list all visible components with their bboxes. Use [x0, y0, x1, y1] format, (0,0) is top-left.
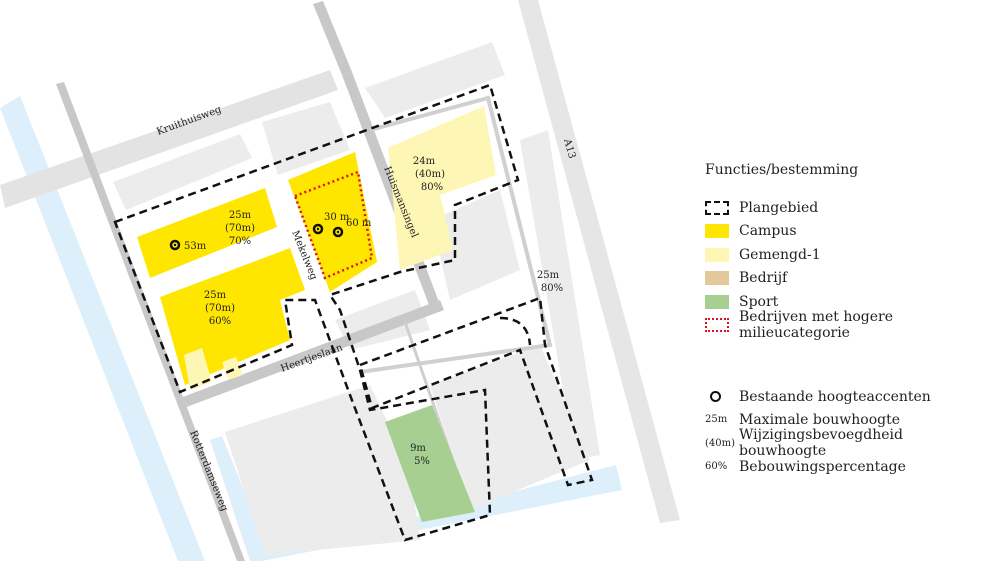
a13-road — [518, 0, 680, 523]
campus-swatch — [705, 224, 729, 239]
legend-label: Bedrijf — [739, 270, 788, 287]
east-coverage: 80% — [541, 283, 563, 294]
dashed-outline-swatch — [705, 200, 729, 215]
symbol-item-accents: Bestaande hoogteaccenten — [705, 385, 987, 408]
rotterdamseweg-road — [56, 82, 245, 561]
campus-plot-top — [137, 188, 277, 278]
mixed-swatch — [705, 247, 729, 262]
symbol-item-change-height: (40m) Wijzigingsbevoegdheid bouwhoogte — [705, 427, 987, 459]
legend-title: Functies/bestemming — [705, 162, 859, 178]
legend-item-milieucategorie: Bedrijven met hogere milieucategorie — [705, 309, 985, 341]
kruithuisweg-road — [0, 70, 338, 208]
symbol-label: Bestaande hoogteaccenten — [739, 388, 931, 405]
canal-west — [0, 96, 205, 561]
campus-top-change-height: (70m) — [225, 223, 255, 234]
canal-south — [210, 436, 622, 561]
campus-bottom-change-height: (70m) — [205, 303, 235, 314]
legend-item-gemengd: Gemengd-1 — [705, 243, 985, 267]
campus-top-coverage: 70% — [229, 236, 251, 247]
ring-dot-icon — [169, 239, 181, 251]
mixed-plot-small-b — [222, 357, 243, 380]
red-dotted-swatch — [705, 318, 729, 333]
sport-swatch — [705, 294, 729, 309]
ring-dot-icon — [710, 391, 721, 403]
symbol-label: Wijzigingsbevoegdheid bouwhoogte — [739, 427, 903, 460]
symbol-text: (40m) — [705, 437, 736, 449]
legend-item-campus: Campus — [705, 220, 985, 244]
symbol-text: 60% — [705, 461, 728, 473]
height-accent-30m — [312, 223, 324, 235]
block-top-left — [113, 134, 252, 210]
campus-center-accent-2: 60 m — [346, 218, 372, 229]
legend-label: Sport — [739, 293, 779, 310]
mixed-north-change-height: (40m) — [415, 169, 445, 180]
business-swatch — [705, 271, 729, 286]
legend-item-plangebied: Plangebied — [705, 196, 985, 220]
campus-top-accent-label: 53m — [184, 241, 207, 252]
mixed-north-coverage: 80% — [421, 182, 443, 193]
legend-label: Campus — [739, 223, 797, 240]
plan-area-east-strip — [358, 296, 594, 487]
service-road — [359, 95, 553, 374]
legend-label: Bedrijven met hogere milieucategorie — [739, 309, 894, 342]
east-height: 25m — [537, 270, 560, 281]
legend-label: Gemengd-1 — [739, 246, 821, 263]
symbol-label: Maximale bouwhoogte — [739, 411, 901, 428]
mixed-plot-north — [388, 106, 496, 270]
block-south-east — [430, 345, 590, 510]
campus-top-height: 25m — [229, 210, 252, 221]
symbol-legend: Bestaande hoogteaccenten 25m Maximale bo… — [705, 385, 987, 478]
symbol-text: 25m — [705, 414, 728, 426]
symbol-label: Bebouwingspercentage — [739, 458, 906, 475]
sport-plot — [385, 405, 475, 522]
mixed-plot-small-a — [184, 348, 212, 390]
mixed-north-height: 24m — [413, 156, 436, 167]
block-north-east — [365, 42, 505, 118]
sport-height: 9m — [410, 443, 426, 454]
plan-area-curve — [499, 316, 532, 346]
legend-item-sport: Sport — [705, 290, 985, 314]
symbol-item-coverage: 60% Bebouwingspercentage — [705, 455, 987, 478]
ring-dot-icon — [332, 226, 344, 238]
block-top-mid — [262, 102, 350, 175]
ring-dot-icon — [312, 223, 324, 235]
campus-bottom-coverage: 60% — [209, 316, 231, 327]
function-legend: Functies/bestemming Plangebied Campus Ge… — [705, 162, 985, 341]
north-road — [313, 1, 352, 75]
block-south-west — [225, 385, 420, 555]
height-accent-60m — [332, 226, 344, 238]
height-accent-53m — [169, 239, 181, 251]
sport-coverage: 5% — [414, 456, 430, 467]
heertjeslaan-road — [180, 300, 444, 408]
campus-center-accent-1: 30 m — [324, 212, 350, 223]
campus-bottom-height: 25m — [204, 290, 227, 301]
legend-item-bedrijf: Bedrijf — [705, 267, 985, 291]
plan-area-outline — [113, 83, 520, 542]
symbol-item-max-height: 25m Maximale bouwhoogte — [705, 408, 987, 431]
legend-label: Plangebied — [739, 199, 819, 216]
block-far-east — [520, 130, 600, 460]
campus-plot-center — [288, 152, 377, 292]
